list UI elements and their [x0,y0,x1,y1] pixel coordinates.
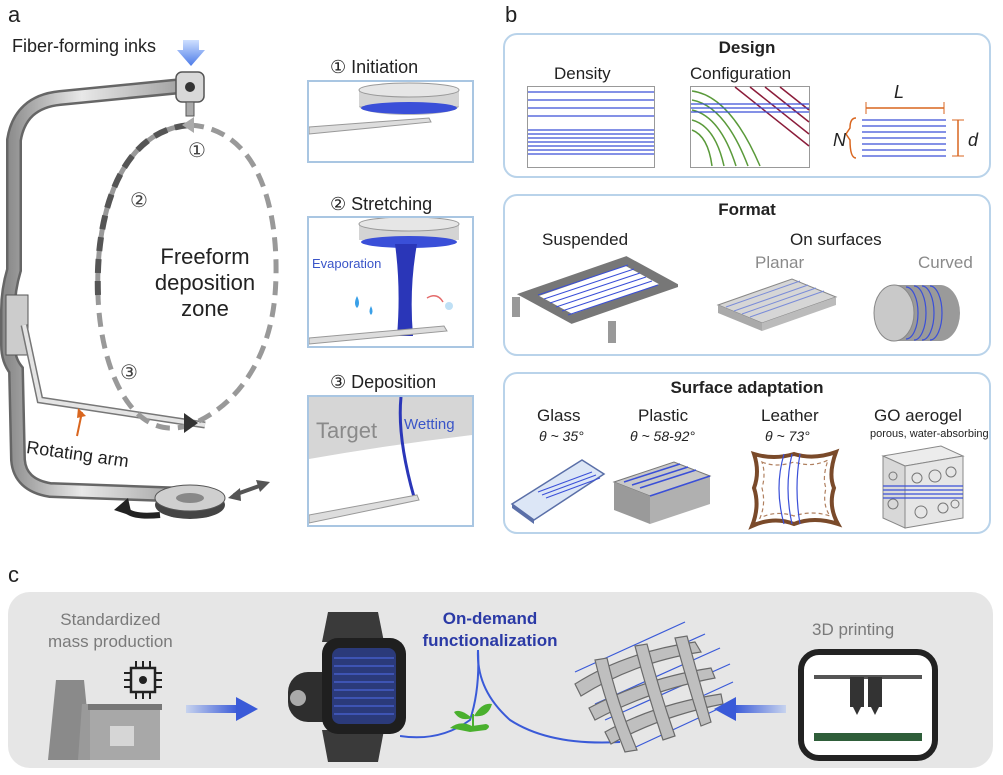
3d-printer-icon [798,649,938,761]
arrow-left-icon [714,697,786,721]
glass-slide [510,459,606,524]
plant-hand-icon [450,703,492,732]
curved-label: Curved [918,253,973,272]
configuration-label: Configuration [690,64,792,83]
aerogel-note: porous, water-absorbing [870,428,989,440]
zone-label-line-2: deposition [154,270,256,295]
mass-production-line-1: Standardized [60,610,161,629]
plastic-label: Plastic [638,406,689,425]
step-marker-2: ② [130,190,148,212]
dimension-diagram [845,102,964,159]
mass-production-label: Standardized mass production [48,609,173,653]
zone-label: Freeform deposition zone [140,244,270,322]
step1-box [307,80,474,163]
3d-printed-lattice [574,621,734,753]
panel-b-letter: b [505,2,518,27]
planar-surface [716,278,838,331]
step-marker-3: ③ [120,362,138,384]
plastic-block [612,461,712,524]
on-demand-line-2: functionalization [422,631,558,650]
density-label: Density [554,64,611,83]
branch-lines [400,650,620,744]
glass-label: Glass [537,406,581,425]
arrow-right-icon [186,697,258,721]
planar-label: Planar [755,253,805,272]
step3-title: ③ Deposition [330,372,437,392]
suspended-frame [512,256,678,343]
step2-box [307,216,474,348]
dim-L-label: L [894,82,905,102]
on-demand-label: On-demand functionalization [390,608,590,652]
step1-title: ① Initiation [330,57,419,77]
smartwatch [288,612,406,762]
format-title: Format [718,200,776,219]
step-marker-1: ① [188,140,206,162]
mass-production-line-2: mass production [48,632,173,651]
wetting-label: Wetting [404,416,455,433]
ink-label: Fiber-forming inks [12,36,157,56]
chip-icon [124,661,162,699]
suspended-label: Suspended [542,230,629,249]
leather-piece [748,448,843,530]
configuration-diagram [690,86,810,168]
glass-angle: θ ~ 35° [539,428,584,444]
3d-printing-label: 3D printing [812,620,895,639]
zone-label-line-3: zone [181,296,229,321]
target-label: Target [316,418,378,443]
panel-c-letter: c [8,562,19,587]
curved-surface [873,284,960,342]
on-demand-line-1: On-demand [442,609,538,628]
dim-d-label: d [968,130,979,150]
evaporation-label: Evaporation [312,256,382,271]
step2-title: ② Stretching [330,194,433,214]
plastic-angle: θ ~ 58-92° [630,428,695,444]
dim-N-label: N [833,130,846,150]
surface-title: Surface adaptation [670,378,824,397]
panel-a-letter: a [8,2,21,27]
leather-label: Leather [761,406,819,425]
density-diagram [527,86,655,168]
step3-box [307,395,474,527]
leather-angle: θ ~ 73° [765,428,810,444]
aerogel-cube [881,445,965,529]
factory-icon [48,680,162,760]
zone-label-line-1: Freeform [160,244,250,269]
deposition-loop [94,117,279,433]
rotating-arm-machine [0,40,270,519]
on-surfaces-label: On surfaces [790,230,882,249]
aerogel-label: GO aerogel [874,406,962,425]
design-title: Design [718,38,776,57]
